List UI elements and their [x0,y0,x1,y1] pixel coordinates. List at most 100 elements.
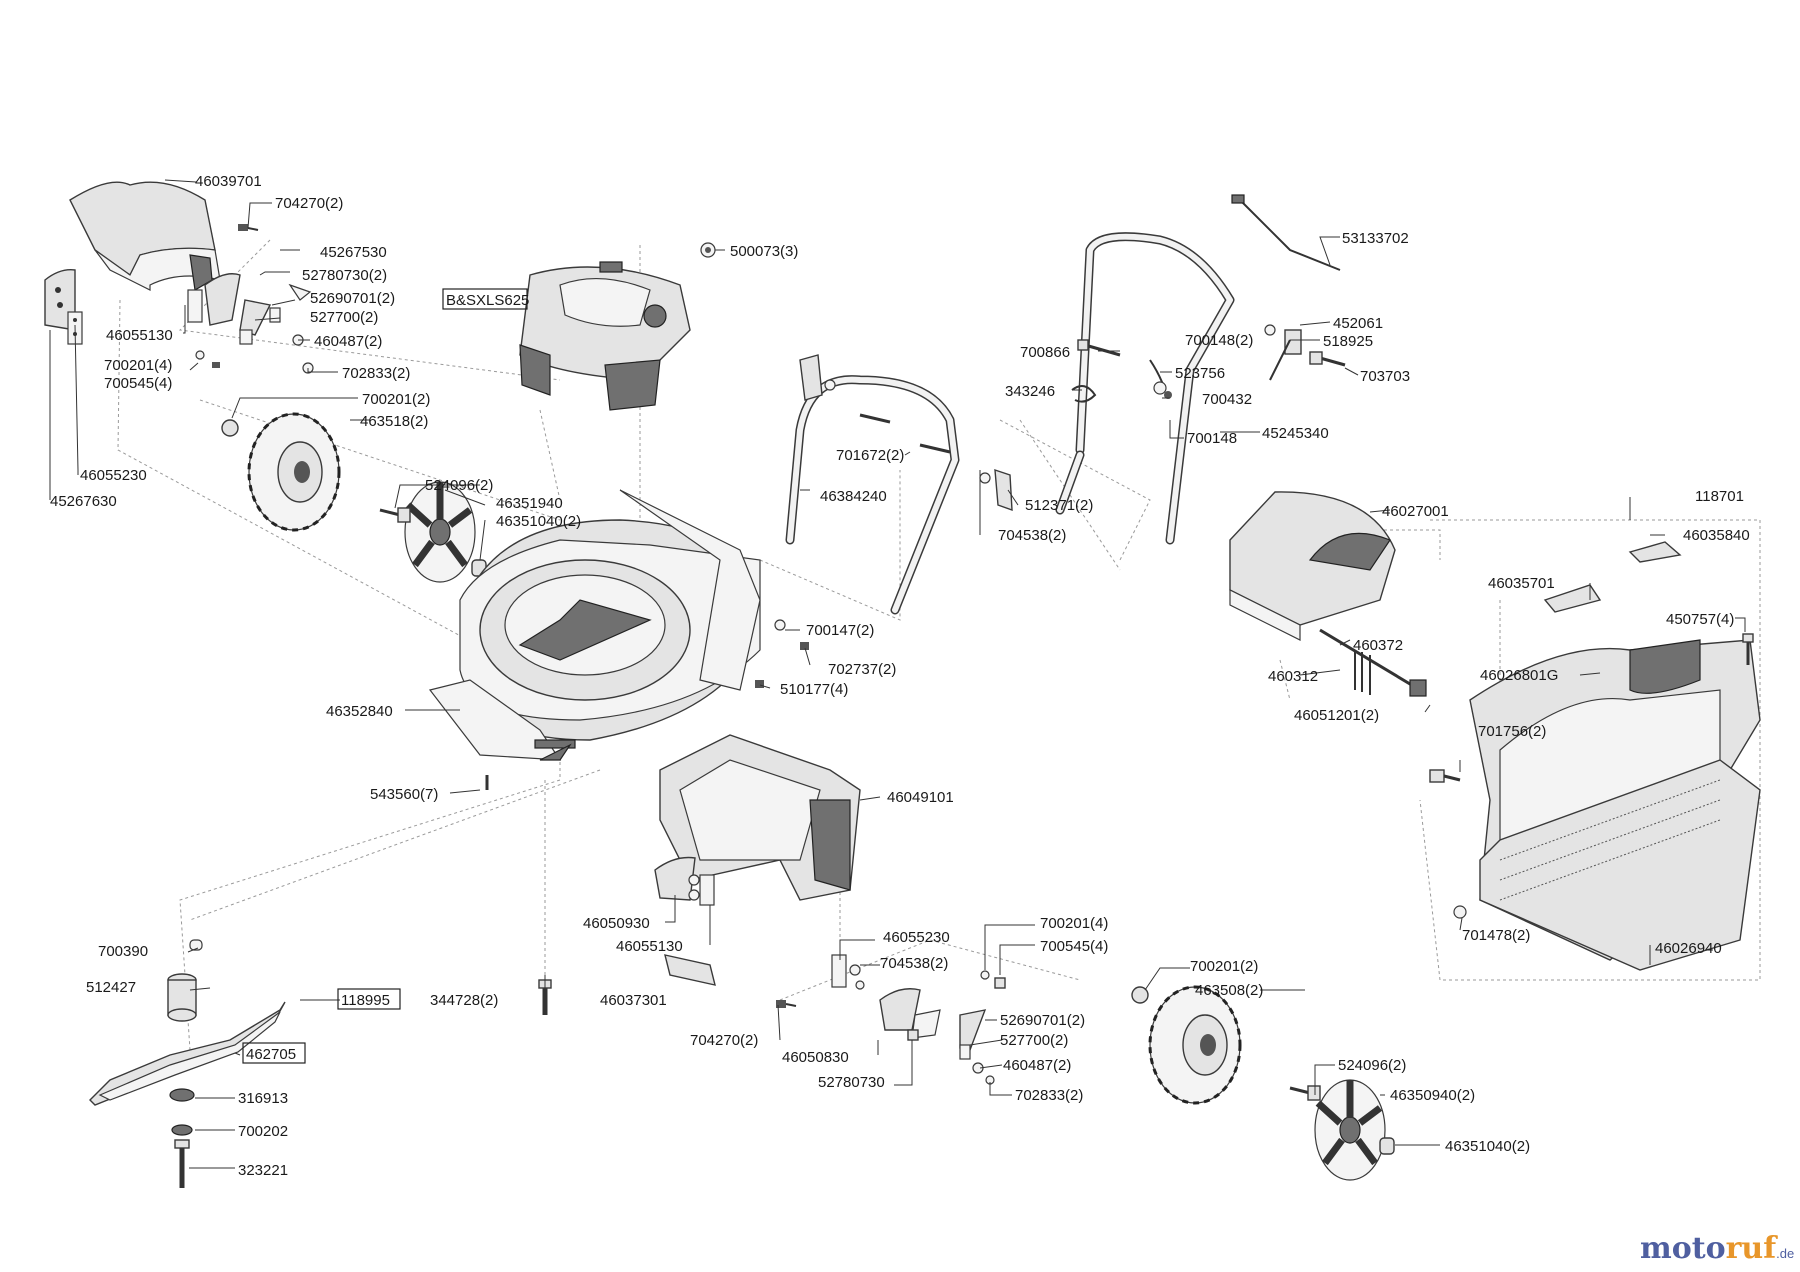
rear-flap-cover [69,181,221,291]
flap-46037301 [664,954,716,986]
part-label: 52780730(2) [302,267,387,284]
part-label: 46351040(2) [1445,1138,1530,1155]
part-label: 46049101 [887,789,954,806]
handle-clip-top [799,354,836,401]
part-label: 343246 [1005,383,1055,400]
part-label: 52690701(2) [1000,1012,1085,1029]
part-label: 46027001 [1382,503,1449,520]
bag-cover-46035840 [1628,541,1682,563]
part-label: 702833(2) [342,365,410,382]
blade-set-box [337,988,401,1010]
part-label: 700545(4) [1040,938,1108,955]
part-label: 323221 [238,1162,288,1179]
axle-rod-46051201 [1319,628,1427,697]
blade-adapter-512427 [167,973,197,1022]
part-label: 700390 [98,943,148,960]
part-label: 704270(2) [690,1032,758,1049]
part-label: 700545(4) [104,375,172,392]
part-label: 700432 [1202,391,1252,408]
hubcap-left [404,481,476,583]
cap-46351040-right [1379,1137,1395,1155]
part-label: 704538(2) [880,955,948,972]
motoruf-logo: motoruf.de [1640,1231,1794,1266]
part-label: 460372 [1353,637,1403,654]
part-label: 45245340 [1262,425,1329,442]
logo-tld: .de [1776,1246,1794,1261]
part-label: 460487(2) [1003,1057,1071,1074]
washer-700202 [171,1124,193,1136]
part-label: 701672(2) [836,447,904,464]
washer-701478 [1453,905,1467,919]
part-label: 462705 [246,1046,296,1063]
part-label: 46050830 [782,1049,849,1066]
part-label: 518925 [1323,333,1373,350]
part-label: 45267530 [320,244,387,261]
part-label: 512371(2) [1025,497,1093,514]
part-label: 543560(7) [370,786,438,803]
part-label: 46037301 [600,992,667,1009]
blade [89,1001,286,1106]
part-label: 46055230 [883,929,950,946]
grass-bag-basket [1479,759,1761,971]
rear-wheel-left [247,412,341,532]
part-label: 701478(2) [1462,927,1530,944]
handle-bolt-700866 [1077,339,1121,357]
part-label: 450757(4) [1666,611,1734,628]
part-label: 46051201(2) [1294,707,1379,724]
part-label: 527700(2) [310,309,378,326]
leader-lines [49,179,1746,1169]
part-label: 46026801G [1480,667,1558,684]
part-label: 46050930 [583,915,650,932]
bag-clip-46035701 [1543,584,1602,613]
engine-model-box [442,288,528,310]
part-label: 46035701 [1488,575,1555,592]
part-label: 704270(2) [275,195,343,212]
part-label: 700201(4) [104,357,172,374]
nut-500073 [700,242,716,258]
washer-700201-right [1131,986,1149,1004]
part-label: 700148(2) [1185,332,1253,349]
part-label: 510177(4) [780,681,848,698]
part-label: 524096(2) [425,477,493,494]
part-label: 460312 [1268,668,1318,685]
part-label: 46351040(2) [496,513,581,530]
part-label: 46352840 [326,703,393,720]
part-label: 700201(2) [362,391,430,408]
part-label: 46055130 [106,327,173,344]
hinge-bracket-right [187,273,241,326]
discharge-chute-46049101 [659,734,861,901]
washer-700201-left [221,419,239,437]
part-label: 701756(2) [1478,723,1546,740]
throttle-cable [1231,194,1341,271]
part-label: B&SXLS625 [446,292,529,309]
hub-bolt-right [1289,1085,1321,1101]
part-label: 512427 [86,979,136,996]
rear-wheel-right [1148,985,1242,1105]
spring-523756 [1149,359,1172,399]
chute-brackets [654,856,715,906]
part-label: 702833(2) [1015,1087,1083,1104]
part-label: 500073(3) [730,243,798,260]
part-label: 46351940 [496,495,563,512]
cable-clamps [1264,324,1346,381]
handle-bolts [859,413,951,454]
blade-box [242,1042,306,1064]
part-label: 118995 [341,992,390,1009]
key-700390 [189,939,203,951]
part-label: 46055230 [80,467,147,484]
part-label: 46384240 [820,488,887,505]
part-label: 46039701 [195,173,262,190]
part-label: 460487(2) [314,333,382,350]
part-label: 52690701(2) [310,290,395,307]
hubcap-right [1314,1079,1386,1181]
part-label: 463508(2) [1195,982,1263,999]
svg-text:motoruf.de: motoruf.de [1640,1231,1794,1266]
part-label: 52780730 [818,1074,885,1091]
part-label: 703703 [1360,368,1410,385]
part-label: 524096(2) [1338,1057,1406,1074]
part-label: 452061 [1333,315,1383,332]
engine [519,261,691,411]
part-label: 46035840 [1683,527,1750,544]
catcher-lid-46027001 [1229,491,1396,641]
part-label: 527700(2) [1000,1032,1068,1049]
